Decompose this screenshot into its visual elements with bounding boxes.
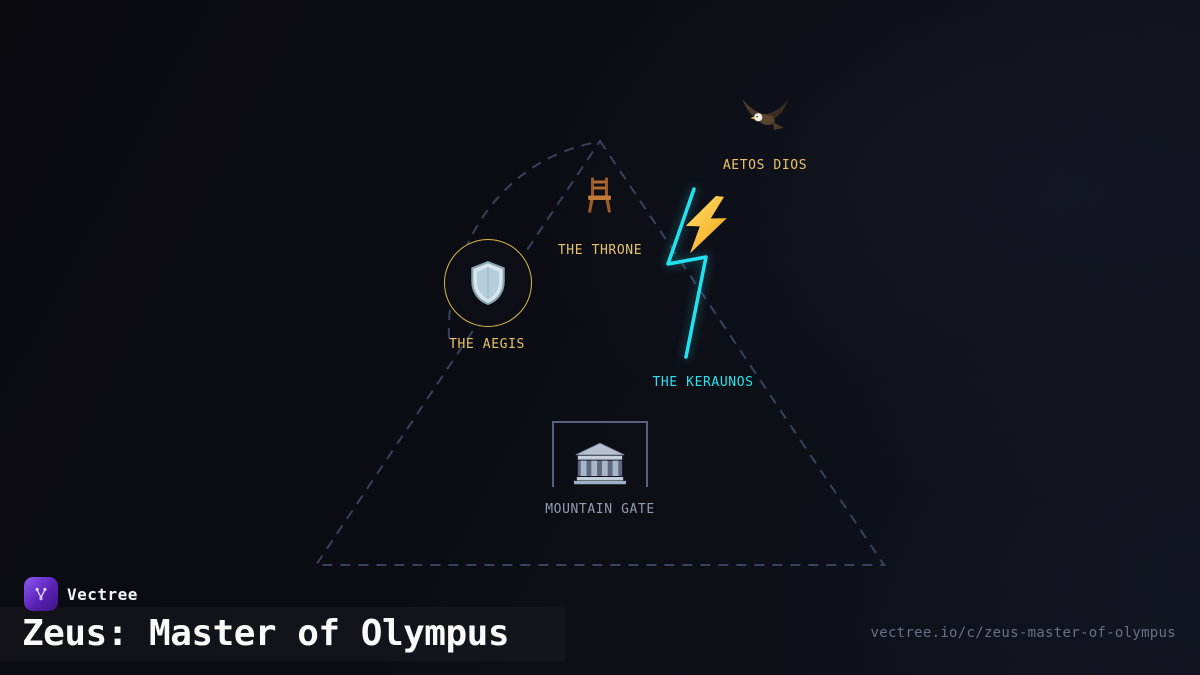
node-the-keraunos[interactable] (650, 175, 760, 375)
eagle-icon (742, 99, 788, 130)
node-label-the-keraunos: THE KERAUNOS (652, 375, 754, 390)
lightning-icon (685, 195, 727, 254)
brand-row: Vectree (24, 577, 138, 611)
keraunos-line-icon (666, 187, 708, 359)
node-label-the-aegis: THE AEGIS (449, 337, 525, 352)
node-aetos-dios[interactable] (741, 95, 789, 135)
shield-icon (471, 261, 505, 305)
vectree-logo (24, 577, 58, 611)
share-url: vectree.io/c/zeus-master-of-olympus (870, 625, 1176, 641)
chair-icon (588, 177, 611, 213)
node-the-aegis[interactable] (444, 239, 532, 327)
vectree-logo-icon (35, 587, 47, 601)
node-mountain-gate[interactable] (552, 421, 648, 487)
page-title: Zeus: Master of Olympus (22, 613, 510, 654)
temple-icon (573, 442, 627, 485)
node-label-mountain-gate: MOUNTAIN GATE (545, 502, 655, 517)
node-label-the-throne: THE THRONE (557, 243, 643, 258)
brand-name: Vectree (67, 584, 138, 604)
node-label-aetos-dios: AETOS DIOS (722, 158, 808, 173)
node-the-throne[interactable] (585, 177, 615, 214)
